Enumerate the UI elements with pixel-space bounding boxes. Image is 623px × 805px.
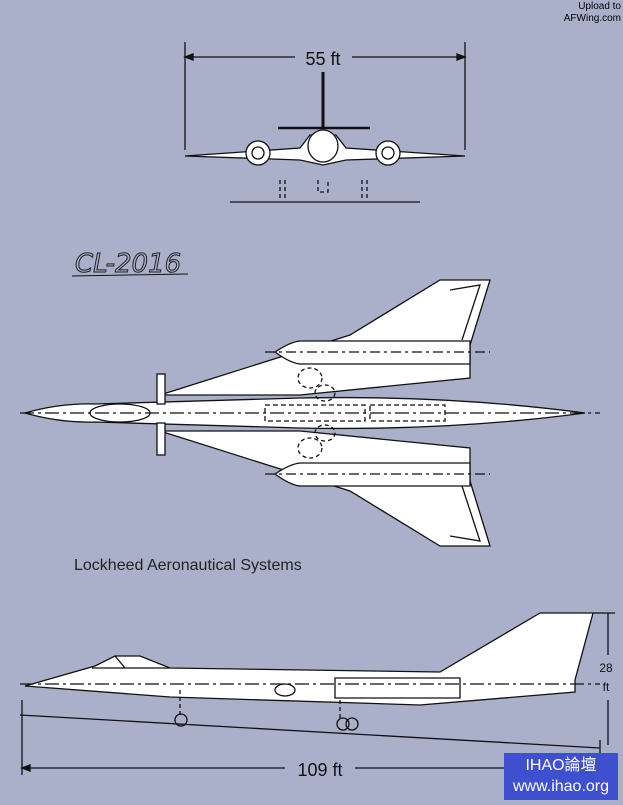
upload-watermark: Upload to AFWing.com — [564, 1, 621, 25]
site-badge: IHAO論壇 www.ihao.org — [504, 753, 618, 800]
height-dimension-unit: ft — [603, 680, 610, 694]
upload-line1: Upload to — [578, 1, 621, 12]
span-dimension: 55 ft — [305, 49, 340, 69]
side-view — [19, 612, 615, 775]
manufacturer-caption: Lockheed Aeronautical Systems — [74, 557, 302, 574]
badge-url: www.ihao.org — [512, 778, 610, 795]
upload-line2: AFWing.com — [563, 13, 621, 24]
top-view — [20, 279, 600, 547]
front-view — [183, 42, 467, 203]
badge-title: IHAO論壇 — [525, 757, 597, 774]
length-dimension: 109 ft — [297, 760, 342, 780]
height-dimension-value: 28 — [599, 661, 613, 675]
